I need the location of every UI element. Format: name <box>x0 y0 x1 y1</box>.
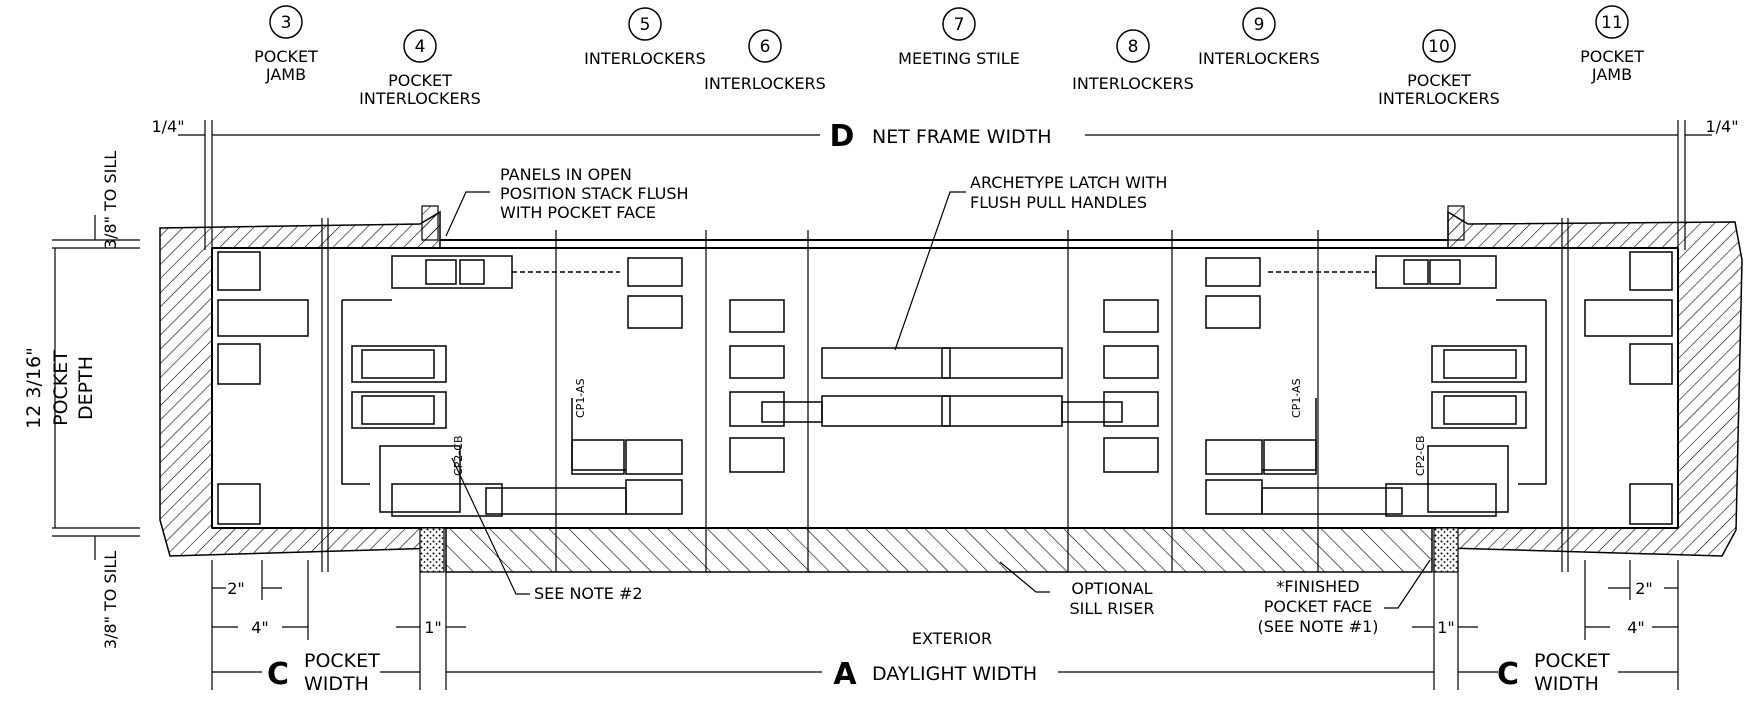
callout-label: JAMB <box>1591 65 1632 84</box>
callout-number: 8 <box>1128 37 1139 57</box>
pocket-width-label-left: POCKET <box>304 650 380 672</box>
left-top-post <box>421 205 439 241</box>
note-panels-open: PANELS IN OPEN <box>500 165 632 184</box>
section-lines <box>321 218 1569 572</box>
net-frame-dimension <box>178 120 1712 250</box>
frame-outline <box>211 239 1679 529</box>
callout-label: INTERLOCKERS <box>1378 89 1500 108</box>
callout-4: 4 POCKET INTERLOCKERS <box>359 29 481 108</box>
left-pocket-jamb-wall <box>159 210 441 557</box>
callout-9: 9 INTERLOCKERS <box>1198 7 1320 68</box>
pocket-width-label-left: WIDTH <box>304 673 369 695</box>
callout-10: 10 POCKET INTERLOCKERS <box>1378 29 1500 108</box>
to-sill-top: 3/8" TO SILL <box>101 151 120 249</box>
left-pocket-face <box>419 527 445 573</box>
callout-circle <box>942 7 976 41</box>
dimension-letter-c-right: C <box>1497 657 1519 692</box>
callout-11: 11 POCKET JAMB <box>1580 5 1644 84</box>
daylight-width-label: DAYLIGHT WIDTH <box>872 663 1037 685</box>
callout-label: INTERLOCKERS <box>359 89 481 108</box>
four-inch-left: 4" <box>251 618 269 637</box>
two-inch-right: 2" <box>1635 579 1653 598</box>
callout-circle <box>1595 5 1629 39</box>
to-sill-bottom: 3/8" TO SILL <box>101 551 120 649</box>
callout-number: 6 <box>760 37 771 57</box>
callout-number: 7 <box>954 15 965 35</box>
callout-label: POCKET <box>1580 47 1644 66</box>
callout-label: MEETING STILE <box>898 49 1020 68</box>
right-top-post <box>1447 205 1465 241</box>
pocket-width-label-right: POCKET <box>1534 650 1610 672</box>
callout-circle <box>1116 29 1150 63</box>
dimension-letter-d: D <box>830 119 855 154</box>
callout-6: 6 INTERLOCKERS <box>704 29 826 93</box>
callout-number: 3 <box>281 13 292 33</box>
callout-number: 5 <box>640 15 651 35</box>
callout-label: INTERLOCKERS <box>1198 49 1320 68</box>
pocket-depth-label: DEPTH <box>75 356 97 420</box>
callout-number: 9 <box>1254 15 1265 35</box>
callout-number: 11 <box>1601 13 1623 33</box>
callout-group: 3 POCKET JAMB 4 POCKET INTERLOCKERS 5 IN… <box>254 5 1644 108</box>
callout-number: 4 <box>415 37 426 57</box>
one-inch-right: 1" <box>1437 618 1455 637</box>
callout-circle <box>269 5 303 39</box>
pocket-depth-label: POCKET <box>50 350 72 426</box>
callout-circle <box>748 29 782 63</box>
callout-label: INTERLOCKERS <box>1072 74 1194 93</box>
callout-8: 8 INTERLOCKERS <box>1072 29 1194 93</box>
callout-label: JAMB <box>265 65 306 84</box>
left-jamb-blocks <box>217 251 309 525</box>
note-sill-riser: OPTIONAL <box>1071 579 1152 598</box>
callout-number: 10 <box>1428 37 1450 57</box>
dimension-letter-c-left: C <box>267 657 289 692</box>
right-pocket-face <box>1433 527 1459 573</box>
note-panels-open: POSITION STACK FLUSH <box>500 184 689 203</box>
note-finished-pocket: (SEE NOTE #1) <box>1257 617 1378 636</box>
note-sill-riser: SILL RISER <box>1069 599 1154 618</box>
note-panels-open: WITH POCKET FACE <box>500 203 656 222</box>
callout-label: INTERLOCKERS <box>584 49 706 68</box>
quarter-inch-right: 1/4" <box>1705 117 1738 136</box>
note-latch: FLUSH PULL HANDLES <box>970 193 1147 212</box>
dimension-letter-a: A <box>833 657 857 692</box>
left-vertical-dimensions <box>52 215 140 560</box>
panel-profiles <box>341 255 1547 517</box>
note-finished-pocket: *FINISHED <box>1276 577 1359 596</box>
leader-lines <box>445 191 1431 609</box>
two-inch-left: 2" <box>227 579 245 598</box>
net-frame-width-label: NET FRAME WIDTH <box>872 126 1052 148</box>
callout-5: 5 INTERLOCKERS <box>584 7 706 68</box>
callout-label: POCKET <box>1407 71 1471 90</box>
pocket-width-label-right: WIDTH <box>1534 673 1599 695</box>
note-see-note2: SEE NOTE #2 <box>534 584 643 603</box>
callout-label: POCKET <box>388 71 452 90</box>
callout-label: POCKET <box>254 47 318 66</box>
part-tag: CP2-CB <box>1414 435 1427 476</box>
bottom-dimensions <box>211 560 1679 690</box>
one-inch-left: 1" <box>424 618 442 637</box>
callout-circle <box>403 29 437 63</box>
part-tag: CP1-AS <box>1290 378 1303 418</box>
callout-7: 7 MEETING STILE <box>898 7 1020 68</box>
callout-circle <box>628 7 662 41</box>
four-inch-right: 4" <box>1627 618 1645 637</box>
exterior-label: EXTERIOR <box>912 629 992 648</box>
right-jamb-blocks <box>1584 251 1673 525</box>
callout-label: INTERLOCKERS <box>704 74 826 93</box>
note-latch: ARCHETYPE LATCH WITH <box>970 173 1167 192</box>
pocket-depth-value: 12 3/16" <box>23 347 45 429</box>
callout-3: 3 POCKET JAMB <box>254 5 318 84</box>
part-tag: CP2-CB <box>452 435 465 476</box>
note-finished-pocket: POCKET FACE <box>1264 597 1373 616</box>
right-pocket-jamb-wall <box>1447 210 1743 557</box>
quarter-inch-left: 1/4" <box>151 117 184 136</box>
callout-circle <box>1242 7 1276 41</box>
part-tag: CP1-AS <box>574 378 587 418</box>
sill-riser <box>445 527 1433 573</box>
callout-circle <box>1422 29 1456 63</box>
